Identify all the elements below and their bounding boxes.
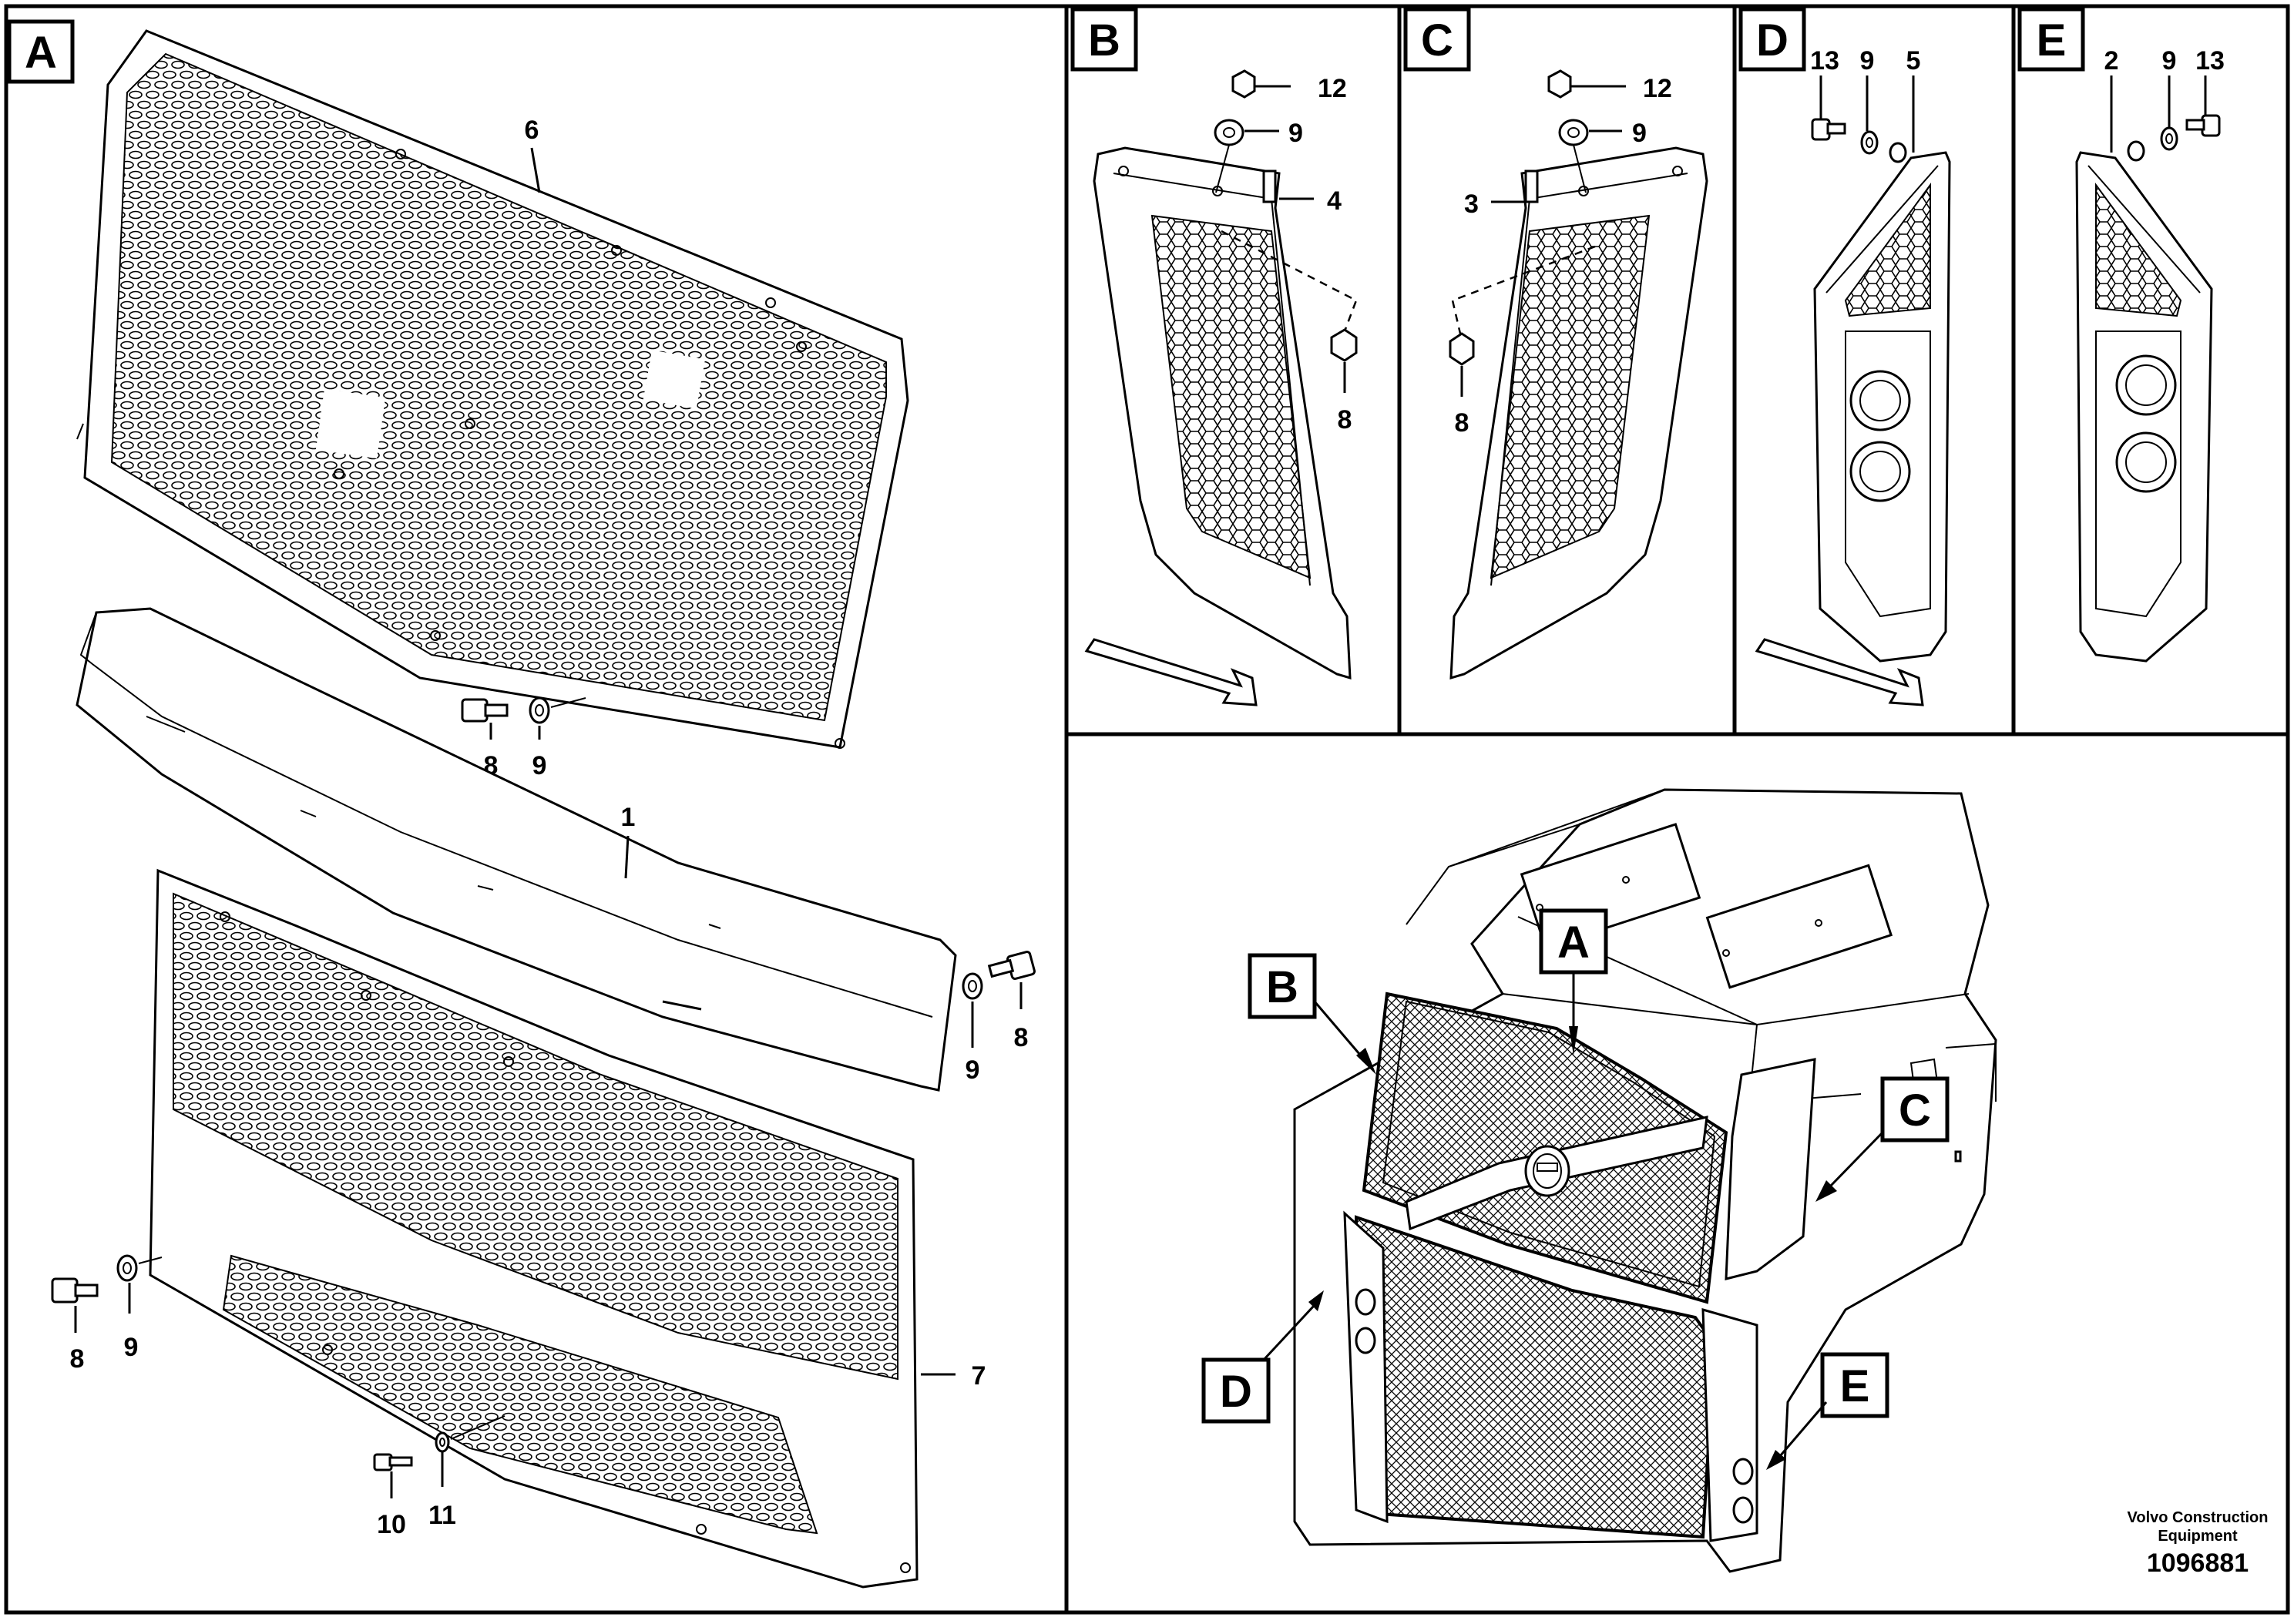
lamp-housing-part-2 [2075, 151, 2213, 663]
callout-11: 11 [428, 1501, 456, 1530]
washer-9-e [2160, 126, 2178, 151]
bolt-8-b [1330, 328, 1358, 362]
callout-9a: 9 [532, 751, 547, 780]
callout-9-d: 9 [1860, 46, 1875, 75]
overview-label-d: D [1201, 1357, 1271, 1424]
machine-side-grille-right [1725, 1058, 1816, 1280]
nut-12-c [1547, 69, 1572, 99]
overview-label-c-text: C [1899, 1085, 1931, 1136]
bolt-axis-b [1215, 144, 1230, 193]
callout-13-e: 13 [2195, 46, 2225, 75]
overview-arrowhead-c [1815, 1180, 1837, 1202]
overview-leader-d [1262, 1304, 1315, 1361]
bolt-8-c [1449, 332, 1475, 366]
machine-lower-grille [1343, 1210, 1758, 1542]
callout-9c: 9 [124, 1333, 139, 1362]
panel-b-tag-text: B [1088, 15, 1120, 65]
overview-arrowhead-b [1356, 1048, 1376, 1075]
callout-4-b: 4 [1327, 186, 1342, 216]
washer-9-b [1214, 119, 1244, 146]
washer-9-c [1558, 119, 1589, 146]
callout-9-b: 9 [1288, 119, 1303, 148]
leader-1 [624, 835, 630, 879]
leader-6 [530, 147, 541, 193]
overview-label-d-text: D [1220, 1367, 1252, 1417]
overview-leader-e [1778, 1401, 1828, 1457]
direction-arrow-d [1755, 638, 1924, 706]
direction-arrow-b [1084, 638, 1258, 706]
callout-5-d: 5 [1906, 46, 1921, 75]
top-panel-part-1 [76, 607, 957, 1092]
callout-2-e: 2 [2104, 46, 2119, 75]
overview-arrowhead-e [1766, 1450, 1786, 1470]
panel-e-tag: E [2017, 7, 2085, 72]
side-grille-left-part-3 [1449, 146, 1708, 680]
bolt-axis-c [1573, 144, 1587, 193]
callout-8c: 8 [70, 1344, 85, 1374]
callout-12-b: 12 [1318, 74, 1347, 103]
lower-grille-part-7 [149, 868, 919, 1589]
dashed-guide-b [1221, 230, 1358, 332]
panel-b-tag: B [1070, 7, 1138, 72]
panel-d-tag-text: D [1756, 15, 1789, 65]
side-grille-right-part-4 [1093, 146, 1352, 680]
callout-3-c: 3 [1464, 190, 1479, 219]
panel-c-tag: C [1403, 7, 1471, 72]
nut-12-b [1231, 69, 1256, 99]
overview-leader-b [1313, 1001, 1365, 1060]
machine-centre-bar [1405, 1116, 1708, 1231]
footer-company-line2: Equipment [2158, 1528, 2238, 1545]
screw-10-washer-11 [373, 1415, 505, 1471]
callout-8-c: 8 [1455, 408, 1469, 438]
overview-label-a-text: A [1557, 918, 1590, 968]
callout-7: 7 [972, 1361, 986, 1391]
bolt-8-left [51, 1254, 163, 1304]
callout-9-c: 9 [1632, 119, 1647, 148]
callout-9b: 9 [966, 1055, 980, 1085]
overview-label-b: B [1248, 953, 1317, 1019]
overview-label-e-text: E [1840, 1361, 1870, 1411]
overview-label-a: A [1539, 908, 1608, 975]
callout-8-b: 8 [1338, 405, 1352, 435]
footer-drawing-id: 1096881 [2147, 1549, 2249, 1578]
bolt-13-e [2185, 114, 2221, 137]
bushing-d [1889, 142, 1907, 163]
callout-10: 10 [377, 1510, 406, 1539]
lamp-housing-part-5 [1813, 151, 1951, 663]
callout-13-d: 13 [1810, 46, 1839, 75]
callout-9-e: 9 [2162, 46, 2177, 75]
panel-c-tag-text: C [1421, 15, 1453, 65]
footer-company-line1: Volvo Construction [2128, 1509, 2269, 1526]
upper-grille-part-6 [76, 29, 909, 749]
callout-1: 1 [621, 803, 636, 832]
bolt-8-right [962, 951, 1036, 1000]
callout-6: 6 [525, 116, 539, 145]
panel-a-tag: A [7, 19, 75, 84]
overview-arrowhead-a [1569, 1026, 1578, 1055]
overview-label-e: E [1820, 1352, 1889, 1418]
panel-e-tag-text: E [2037, 15, 2067, 65]
bolt-8-upper [461, 696, 586, 724]
callout-12-c: 12 [1643, 74, 1672, 103]
bushing-e [2127, 140, 2145, 162]
washer-9-d [1860, 130, 1879, 155]
callout-8b: 8 [1014, 1023, 1029, 1052]
overview-leader-c [1829, 1131, 1884, 1188]
overview-label-c: C [1880, 1076, 1950, 1143]
overview-label-b-text: B [1266, 962, 1298, 1012]
overview-arrowhead-d [1308, 1290, 1324, 1311]
panel-d-tag: D [1738, 7, 1806, 72]
panel-a-tag-text: A [25, 28, 57, 78]
